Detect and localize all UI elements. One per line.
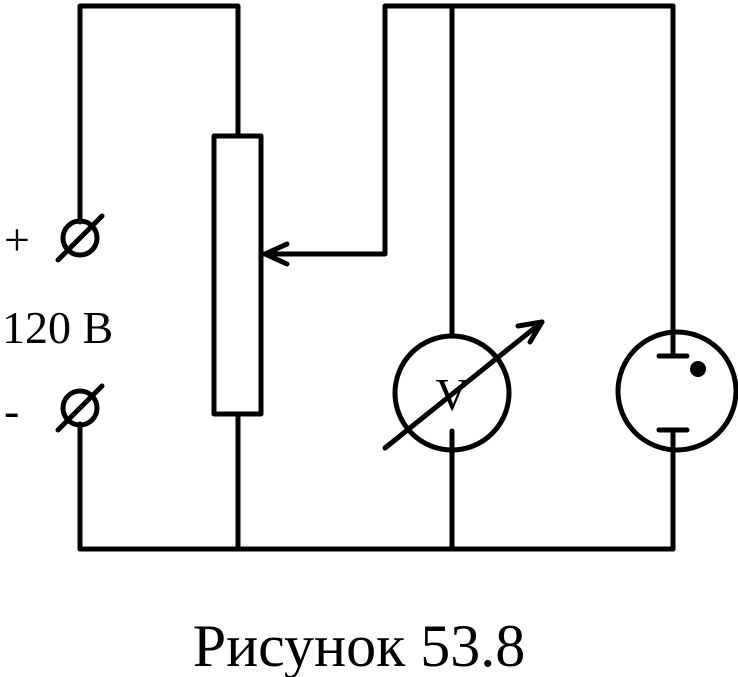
minus-terminal-circle — [60, 388, 100, 428]
voltmeter-branch: V — [382, 3, 545, 552]
voltmeter-symbol: V — [435, 369, 468, 420]
plus-terminal-slash — [55, 213, 105, 263]
voltage-label: 120 В — [2, 302, 113, 353]
voltmeter-arrowhead — [515, 319, 545, 345]
voltmeter — [392, 333, 512, 453]
wire-top-left — [77, 3, 241, 225]
figure-caption: Рисунок 53.8 — [193, 613, 526, 677]
lamp-dot — [690, 361, 706, 377]
minus-terminal-slash — [55, 383, 105, 433]
gas-discharge-lamp — [615, 329, 738, 453]
plus-terminal-circle — [60, 218, 100, 258]
slider-arrow — [260, 3, 676, 267]
plus-sign-label: + — [4, 214, 30, 265]
wire-slider — [260, 3, 676, 257]
plus-terminal — [55, 213, 105, 263]
lamp-branch — [615, 3, 738, 552]
minus-terminal — [55, 383, 105, 433]
voltmeter-adjust-arrow — [382, 319, 545, 451]
slider-arrowhead — [262, 241, 290, 267]
minus-sign-label: - — [4, 385, 19, 436]
potentiometer — [211, 133, 264, 417]
supply-loop — [77, 3, 676, 552]
